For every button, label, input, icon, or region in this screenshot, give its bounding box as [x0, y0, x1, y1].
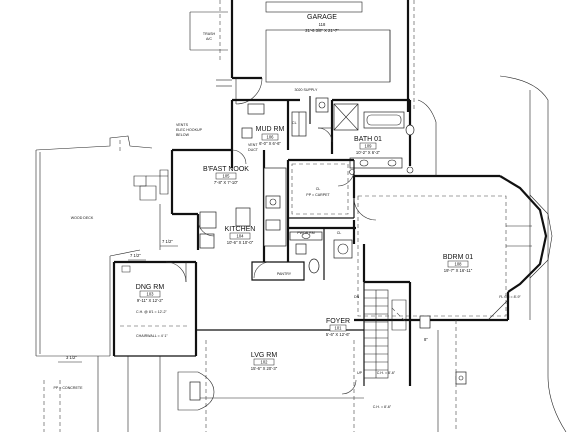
dining-name: DNG RM — [136, 284, 165, 291]
room-label-kitchen: KITCHEN 104 10'-6" X 10'-0" — [225, 226, 256, 245]
bath-area — [317, 98, 415, 174]
up-label: UP — [357, 371, 363, 375]
foyer-area — [363, 280, 456, 386]
trash-note: TRASH — [203, 32, 216, 36]
kitchen-dimensions: 10'-6" X 10'-0" — [227, 240, 254, 245]
duct-note: DUCT — [248, 148, 259, 152]
living-name: LVG RM — [251, 352, 277, 359]
mud-room-dimensions: 6'-0" X 6'-6" — [259, 141, 281, 146]
concrete-note: PP = CONCRETE — [54, 386, 84, 390]
bedroom-area — [352, 174, 553, 322]
supply-note: 3020 SUPPLY — [295, 88, 319, 92]
garage-number: 118 — [319, 22, 326, 27]
closet-label: CL — [316, 187, 321, 191]
exterior-area — [349, 75, 567, 432]
chairwall-note: CHAIRWALL = 4' 1" — [136, 334, 168, 338]
living-area — [43, 329, 364, 432]
closet-area — [288, 158, 356, 280]
bath-name: BATH 01 — [354, 136, 382, 143]
garage-area — [216, 0, 415, 112]
elec-note: ELEC HOOKUP — [176, 128, 203, 132]
mud-room-area — [230, 96, 329, 168]
dining-ceiling-note: C.H. @ 8'1 = 12'-2" — [136, 310, 167, 314]
nook-name: B'FAST NOOK — [203, 166, 249, 173]
room-label-bdrm: BDRM 01 108 19'-7" X 16'-11" — [443, 254, 473, 273]
living-number: 102 — [261, 360, 269, 365]
below-note: BELOW — [176, 133, 190, 137]
kitchen-number: 104 — [237, 234, 245, 239]
dim-7-half-a: 7 1/2" — [162, 239, 173, 244]
bedroom-name: BDRM 01 — [443, 254, 473, 261]
trash-area — [189, 11, 228, 51]
plan-notes: TRASH A/C 3020 SUPPLY VENTS ELEC HOOKUP … — [54, 32, 522, 409]
garage-name: GARAGE — [307, 14, 337, 21]
vents-note: VENTS — [176, 123, 189, 127]
wood-deck-label: WOOD DECK — [71, 216, 94, 220]
dim-3-half: 3 1/2" — [66, 355, 77, 360]
foyer-floor-note: C.H. = 8'-6" — [377, 371, 396, 375]
mud-closet-label: CL — [292, 121, 297, 125]
dining-dimensions: 9'-11" X 12'-2" — [137, 298, 164, 303]
room-label-bath: BATH 01 109 10'-2" X 6'-2" — [354, 136, 382, 155]
nook-number: 105 — [223, 174, 231, 179]
room-label-foyer: FOYER 101 5'-6" X 12'-6" — [326, 318, 351, 337]
powder-room-label: PWDR RM — [297, 231, 315, 235]
dining-area — [112, 260, 198, 357]
down-label: DN — [354, 295, 360, 299]
trash-sub-note: A/C — [206, 37, 212, 41]
dining-number: 103 — [147, 292, 155, 297]
powder-closet-label: CL — [337, 231, 342, 235]
living-dimensions: 15'-6" X 20'-3" — [251, 366, 278, 371]
carpet-note: PP = CARPET — [306, 193, 330, 197]
foyer-ceiling-note: C.H. = 8'-6" — [373, 405, 392, 409]
room-label-dng: DNG RM 103 9'-11" X 12'-2" — [136, 284, 165, 303]
kitchen-name: KITCHEN — [225, 226, 256, 233]
dim-8: 8" — [424, 337, 428, 342]
kitchen-area — [133, 148, 305, 281]
bath-number: 109 — [365, 144, 373, 149]
bedroom-number: 108 — [455, 262, 463, 267]
room-label-garage: GARAGE 118 21'-6 3/8" X 21'-7" — [305, 14, 339, 33]
room-label-nook: B'FAST NOOK 105 7'-8" X 7'-10" — [203, 166, 249, 185]
misc-openings — [197, 127, 357, 395]
garage-dimensions: 21'-6 3/8" X 21'-7" — [305, 28, 339, 33]
bath-dimensions: 10'-2" X 6'-2" — [356, 150, 381, 155]
vent-note: VENT — [248, 143, 258, 147]
bedroom-dimensions: 19'-7" X 16'-11" — [444, 268, 473, 273]
dim-7-half-b: 7 1/2" — [130, 253, 141, 258]
foyer-dimensions: 5'-6" X 12'-6" — [326, 332, 351, 337]
mud-room-number: 106 — [267, 135, 275, 140]
foyer-number: 101 — [335, 326, 343, 331]
pantry-label: PANTRY — [277, 272, 292, 276]
room-label-lvg: LVG RM 102 15'-6" X 20'-3" — [251, 352, 278, 371]
mud-room-name: MUD RM — [256, 126, 285, 133]
deck-area — [35, 135, 161, 357]
nook-dimensions: 7'-8" X 7'-10" — [214, 180, 239, 185]
dimension-callouts: 7 1/2" 7 1/2" 3 1/2" 8" — [58, 239, 428, 363]
foyer-name: FOYER — [326, 318, 350, 325]
bedroom-ceiling-note: FL CH = 8'-9" — [499, 295, 521, 299]
room-label-mud: MUD RM 106 6'-0" X 6'-6" — [256, 126, 285, 146]
